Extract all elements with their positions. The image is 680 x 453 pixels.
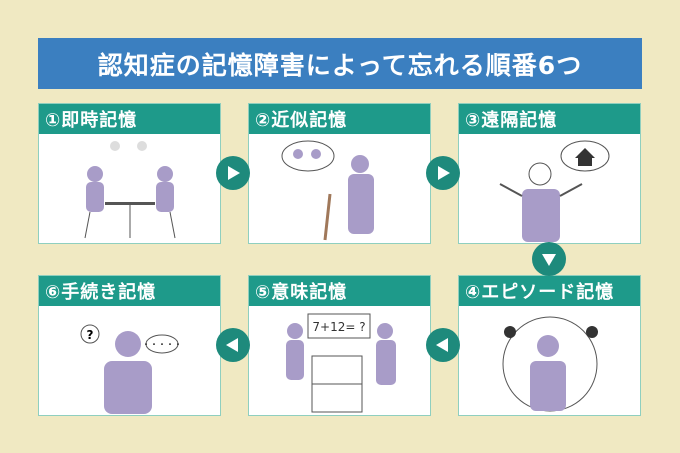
page-title: 認知症の記憶障害によって忘れる順番6つ bbox=[38, 38, 642, 89]
step-card-2: ②近似記憶 bbox=[248, 103, 431, 244]
step-card-6: ⑥手続き記憶 ? ・・・・・ bbox=[38, 275, 221, 416]
arrow-right-icon bbox=[426, 156, 460, 190]
arrow-right-icon bbox=[216, 156, 250, 190]
step-card-3: ③遠隔記憶 bbox=[458, 103, 641, 244]
step-label: ③遠隔記憶 bbox=[459, 104, 640, 134]
step-label: ⑤意味記憶 bbox=[249, 276, 430, 306]
board-text: 7+12= ? bbox=[312, 320, 365, 334]
semantic-memory-illustration: 7+12= ? bbox=[285, 313, 396, 413]
episode-memory-illustration bbox=[502, 316, 598, 412]
arrow-left-icon bbox=[426, 328, 460, 362]
arrow-down-icon bbox=[532, 242, 566, 276]
step-label: ④エピソード記憶 bbox=[459, 276, 640, 306]
conversation-illustration bbox=[84, 141, 175, 239]
step-label: ①即時記憶 bbox=[39, 104, 220, 134]
procedural-memory-illustration: ? ・・・・・ bbox=[80, 324, 182, 414]
step-card-5: ⑤意味記憶 7+12= ? bbox=[248, 275, 431, 416]
question-bubble-text: ? bbox=[86, 328, 93, 342]
step-label: ⑥手続き記憶 bbox=[39, 276, 220, 306]
step-card-4: ④エピソード記憶 bbox=[458, 275, 641, 416]
remote-memory-illustration bbox=[499, 140, 609, 242]
step-label: ②近似記憶 bbox=[249, 104, 430, 134]
recall-illustration bbox=[281, 140, 374, 241]
arrow-left-icon bbox=[216, 328, 250, 362]
step-card-1: ①即時記憶 bbox=[38, 103, 221, 244]
dots-bubble-text: ・・・・・ bbox=[142, 340, 182, 349]
